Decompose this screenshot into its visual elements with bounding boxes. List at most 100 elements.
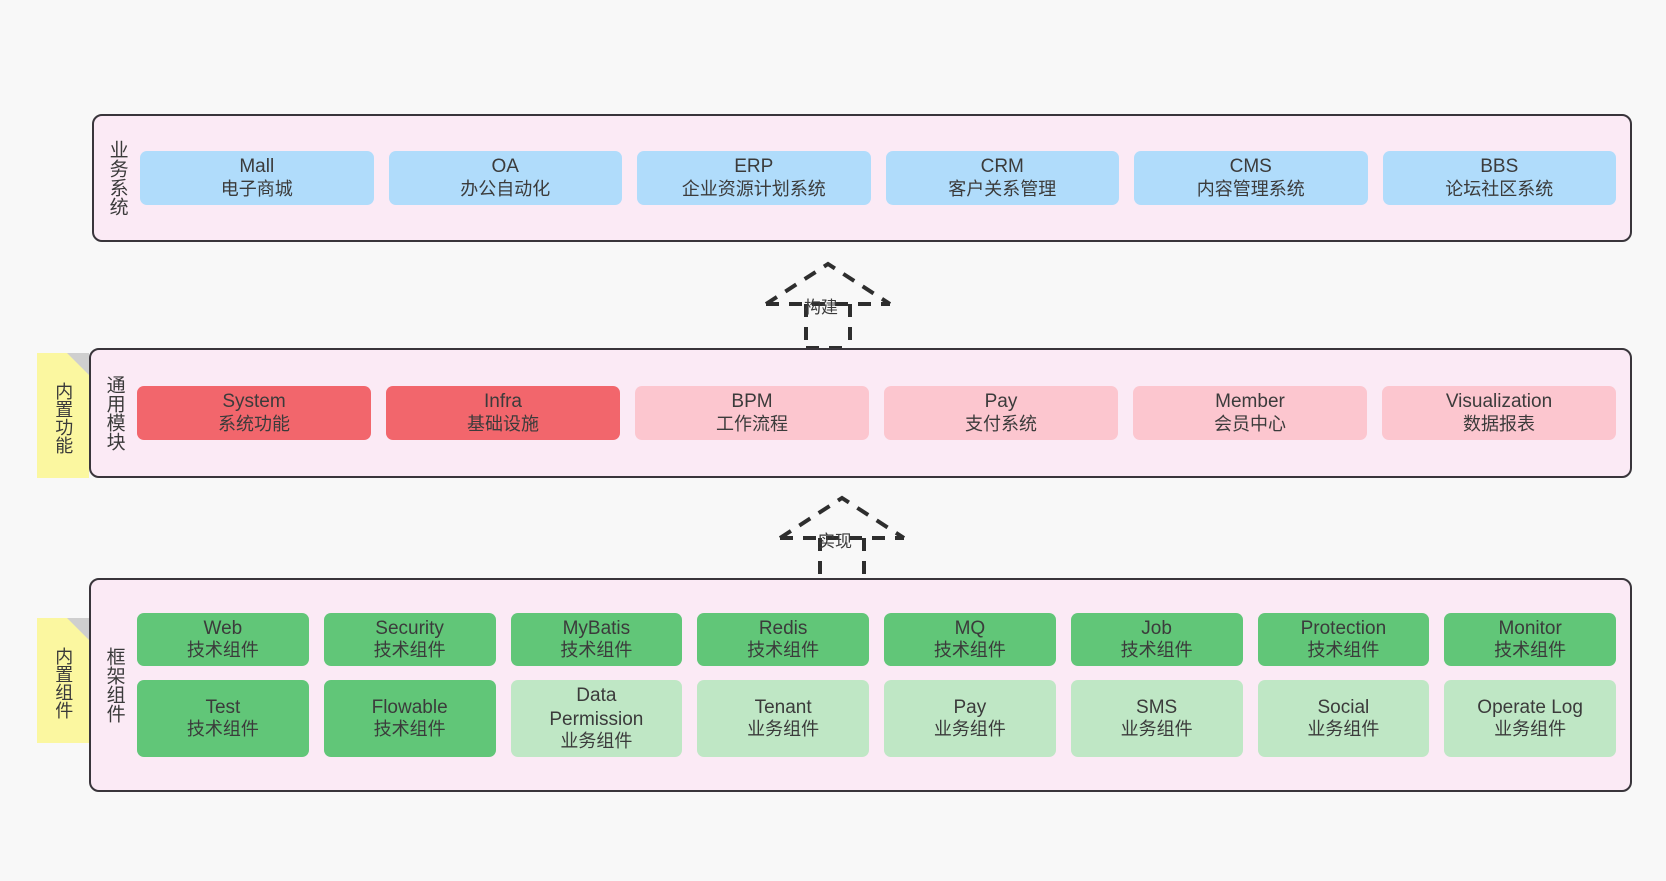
node-test[interactable]: Test 技术组件 [137, 680, 309, 757]
node-web-sub: 技术组件 [186, 640, 259, 661]
node-tenant-sub: 业务组件 [747, 719, 820, 740]
node-flowable-sub: 技术组件 [373, 719, 446, 740]
note-builtin-features: 内置功能 [37, 353, 89, 478]
node-mall-sub: 电子商城 [220, 178, 293, 199]
node-monitor[interactable]: Monitor 技术组件 [1444, 613, 1616, 667]
node-visualization-title: Visualization [1445, 391, 1553, 413]
node-system-sub: 系统功能 [218, 413, 290, 434]
connector-build: 构建 [758, 261, 938, 350]
node-mq-title: MQ [954, 618, 986, 640]
layer-common-modules: 通用模块 System 系统功能 Infra 基础设施 BPM 工作流程 Pay… [89, 348, 1632, 478]
node-security-sub: 技术组件 [373, 640, 446, 661]
node-pay-component-sub: 业务组件 [933, 719, 1006, 740]
node-mybatis[interactable]: MyBatis 技术组件 [510, 613, 683, 667]
note-fold-corner-icon [67, 353, 89, 375]
framework-tech-row: Web 技术组件 Security 技术组件 MyBatis 技术组件 Redi… [137, 613, 1616, 667]
node-test-title: Test [205, 696, 241, 718]
node-operate-log-title: Operate Log [1477, 696, 1583, 718]
node-bbs-title: BBS [1480, 156, 1519, 178]
node-job[interactable]: Job 技术组件 [1070, 613, 1243, 667]
layer-business-systems-label: 业务系统 [106, 140, 128, 216]
node-protection-title: Protection [1300, 618, 1387, 640]
node-member-sub: 会员中心 [1214, 413, 1286, 434]
node-data-permission[interactable]: Data Permission 业务组件 [510, 680, 683, 757]
node-redis[interactable]: Redis 技术组件 [697, 613, 869, 667]
layer-framework-components: 框架组件 Web 技术组件 Security 技术组件 MyBatis 技术组件… [89, 578, 1632, 792]
node-social[interactable]: Social 业务组件 [1257, 680, 1430, 757]
node-infra-title: Infra [483, 391, 523, 413]
node-visualization-sub: 数据报表 [1463, 413, 1535, 434]
node-oa[interactable]: OA 办公自动化 [388, 151, 622, 205]
node-monitor-sub: 技术组件 [1494, 640, 1567, 661]
node-oa-sub: 办公自动化 [460, 178, 551, 199]
node-security[interactable]: Security 技术组件 [323, 613, 496, 667]
node-infra[interactable]: Infra 基础设施 [386, 386, 620, 440]
node-mall-title: Mall [239, 156, 275, 178]
node-social-sub: 业务组件 [1307, 719, 1380, 740]
node-member-title: Member [1215, 391, 1285, 413]
node-security-title: Security [375, 618, 444, 640]
node-bpm-sub: 工作流程 [716, 413, 788, 434]
node-erp-sub: 企业资源计划系统 [681, 178, 826, 199]
implement-arrowhead [778, 495, 906, 540]
node-protection[interactable]: Protection 技术组件 [1257, 613, 1430, 667]
node-tenant[interactable]: Tenant 业务组件 [697, 680, 869, 757]
node-flowable-title: Flowable [371, 696, 448, 718]
node-operate-log-sub: 业务组件 [1494, 719, 1567, 740]
node-pay-module[interactable]: Pay 支付系统 [884, 386, 1118, 440]
node-bpm-title: BPM [731, 391, 773, 413]
note-fold-corner-icon [67, 618, 89, 640]
node-web[interactable]: Web 技术组件 [137, 613, 309, 667]
build-arrowhead [764, 261, 892, 306]
node-mall[interactable]: Mall 电子商城 [140, 151, 374, 205]
node-job-sub: 技术组件 [1120, 640, 1193, 661]
node-data-permission-sub: 业务组件 [560, 730, 633, 751]
node-sms[interactable]: SMS 业务组件 [1070, 680, 1243, 757]
node-system[interactable]: System 系统功能 [137, 386, 371, 440]
layer-framework-components-body: Web 技术组件 Security 技术组件 MyBatis 技术组件 Redi… [137, 580, 1630, 790]
node-mq[interactable]: MQ 技术组件 [884, 613, 1056, 667]
node-oa-title: OA [491, 156, 519, 178]
node-pay-component-title: Pay [953, 696, 987, 718]
node-social-title: Social [1317, 696, 1370, 718]
node-mybatis-sub: 技术组件 [560, 640, 633, 661]
node-member[interactable]: Member 会员中心 [1133, 386, 1367, 440]
layer-business-systems: 业务系统 Mall 电子商城 OA 办公自动化 ERP 企业资源计划系统 CRM… [92, 114, 1632, 242]
node-redis-sub: 技术组件 [747, 640, 820, 661]
node-web-title: Web [203, 618, 243, 640]
node-infra-sub: 基础设施 [467, 413, 539, 434]
node-erp-title: ERP [734, 156, 774, 178]
connector-implement: 实现 [772, 495, 952, 584]
node-tenant-title: Tenant [754, 696, 812, 718]
node-sms-sub: 业务组件 [1120, 719, 1193, 740]
node-pay-component[interactable]: Pay 业务组件 [884, 680, 1056, 757]
connector-implement-label: 实现 [818, 532, 852, 551]
node-bbs[interactable]: BBS 论坛社区系统 [1382, 151, 1616, 205]
node-erp[interactable]: ERP 企业资源计划系统 [637, 151, 871, 205]
node-data-permission-title: Data Permission [549, 685, 644, 730]
node-job-title: Job [1141, 618, 1172, 640]
node-test-sub: 技术组件 [186, 719, 259, 740]
node-flowable[interactable]: Flowable 技术组件 [323, 680, 496, 757]
node-system-title: System [222, 391, 286, 413]
node-mq-sub: 技术组件 [933, 640, 1006, 661]
node-crm-sub: 客户关系管理 [948, 178, 1057, 199]
node-operate-log[interactable]: Operate Log 业务组件 [1444, 680, 1616, 757]
node-cms-sub: 内容管理系统 [1196, 178, 1305, 199]
note-builtin-features-label: 内置功能 [53, 381, 74, 454]
common-modules-row: System 系统功能 Infra 基础设施 BPM 工作流程 Pay 支付系统… [137, 386, 1616, 440]
note-builtin-components-label: 内置组件 [53, 646, 74, 719]
node-crm[interactable]: CRM 客户关系管理 [885, 151, 1119, 205]
node-bbs-sub: 论坛社区系统 [1445, 178, 1554, 199]
node-visualization[interactable]: Visualization 数据报表 [1382, 386, 1616, 440]
node-sms-title: SMS [1136, 696, 1178, 718]
connector-build-label: 构建 [804, 298, 838, 317]
layer-common-modules-label: 通用模块 [103, 375, 125, 451]
node-monitor-title: Monitor [1498, 618, 1562, 640]
node-crm-title: CRM [980, 156, 1024, 178]
node-cms-title: CMS [1229, 156, 1272, 178]
node-cms[interactable]: CMS 内容管理系统 [1134, 151, 1368, 205]
node-bpm[interactable]: BPM 工作流程 [635, 386, 869, 440]
framework-business-row: Test 技术组件 Flowable 技术组件 Data Permission … [137, 680, 1616, 757]
node-redis-title: Redis [758, 618, 808, 640]
